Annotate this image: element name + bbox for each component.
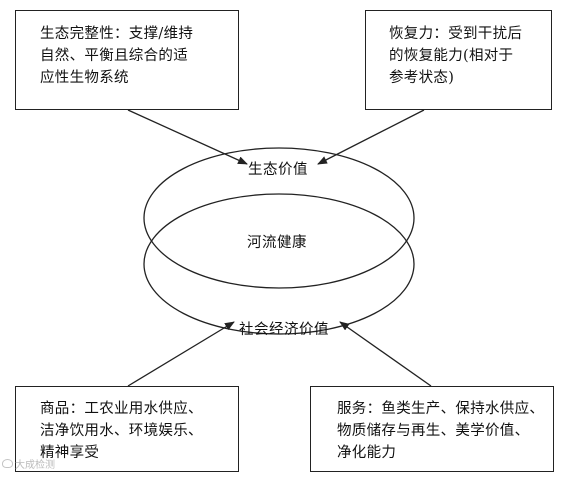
goods-line-1: 商品：工农业用水供应、 bbox=[40, 401, 203, 417]
river-health-label: 河流健康 bbox=[247, 235, 307, 251]
services-line-2: 物质储存与再生、美学价值、 bbox=[337, 423, 530, 439]
resilience-line-3: 参考状态) bbox=[389, 70, 455, 86]
socioeconomic-value-label: 社会经济价值 bbox=[239, 322, 329, 338]
ecological-integrity-line-2: 自然、平衡且综合的适 bbox=[40, 48, 188, 64]
services-box: 服务：鱼类生产、保持水供应、 物质储存与再生、美学价值、 净化能力 bbox=[310, 386, 554, 472]
arrow-goods bbox=[127, 321, 235, 387]
resilience-box: 恢复力：受到干扰后 的恢复能力(相对于 参考状态) bbox=[365, 10, 552, 110]
services-line-3: 净化能力 bbox=[337, 445, 397, 461]
weibo-icon bbox=[2, 459, 13, 468]
watermark-text: 大成检测 bbox=[15, 460, 55, 471]
goods-line-3: 精神享受 bbox=[40, 445, 100, 461]
arrow-ecological-integrity bbox=[127, 109, 248, 165]
ecological-integrity-line-1: 生态完整性：支撑/维持 bbox=[40, 26, 194, 42]
goods-line-2: 洁净饮用水、环境娱乐、 bbox=[40, 423, 203, 439]
resilience-line-2: 的恢复能力(相对于 bbox=[389, 48, 514, 64]
ecological-value-label: 生态价值 bbox=[248, 162, 308, 178]
arrow-resilience bbox=[317, 109, 425, 165]
ecological-value-ellipse bbox=[143, 147, 415, 289]
socioeconomic-value-ellipse bbox=[143, 193, 415, 335]
services-line-1: 服务：鱼类生产、保持水供应、 bbox=[337, 401, 545, 417]
watermark: 大成检测 bbox=[2, 456, 55, 471]
arrow-services bbox=[339, 321, 432, 387]
resilience-line-1: 恢复力：受到干扰后 bbox=[389, 26, 523, 42]
ecological-integrity-line-3: 应性生物系统 bbox=[40, 70, 129, 86]
goods-box: 商品：工农业用水供应、 洁净饮用水、环境娱乐、 精神享受 bbox=[15, 386, 239, 472]
ecological-integrity-box: 生态完整性：支撑/维持 自然、平衡且综合的适 应性生物系统 bbox=[15, 10, 239, 110]
